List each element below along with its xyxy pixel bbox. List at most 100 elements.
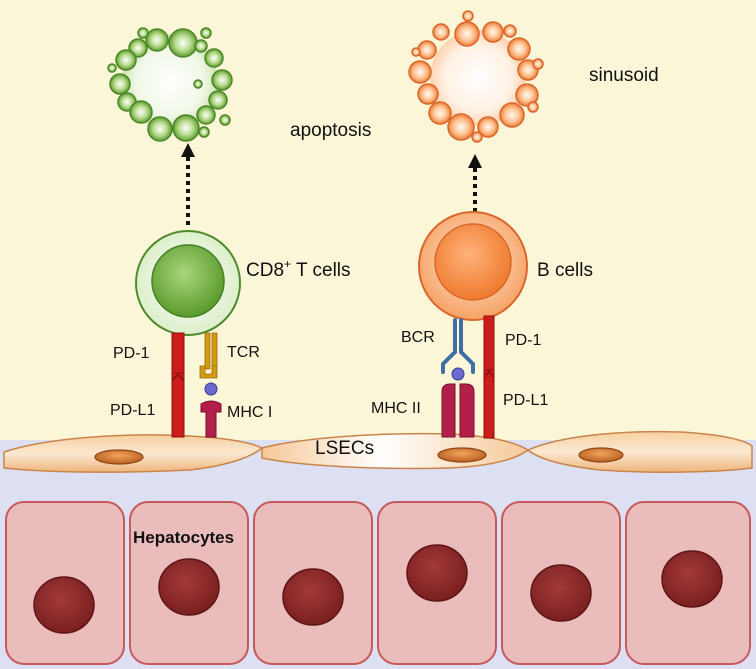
- bleb: [454, 21, 480, 47]
- mhc2-molecule: [441, 383, 475, 438]
- hepatocyte-nucleus: [282, 568, 344, 626]
- label-pdl1-left: PD-L1: [110, 402, 155, 419]
- label-pd1-left: PD-1: [113, 345, 150, 362]
- arrow-head-icon: [468, 154, 482, 168]
- pd1-notch: [171, 372, 185, 382]
- pdl1-ligand: [171, 374, 185, 438]
- label-sinusoid: sinusoid: [589, 65, 659, 86]
- lsec-nuclei: [94, 447, 624, 465]
- bleb: [211, 69, 233, 91]
- apoptotic-b-cell-blebs: [408, 10, 544, 143]
- label-pd1-right: PD-1: [505, 332, 542, 349]
- bleb: [417, 83, 439, 105]
- antigen-peptide-left: [204, 382, 218, 396]
- t-cell-nucleus: [151, 244, 225, 318]
- tcr-head: [199, 365, 218, 379]
- label-mhc2: MHC II: [371, 400, 421, 417]
- lsec-nucleus: [94, 449, 144, 465]
- cd8-rest: T cells: [291, 260, 351, 281]
- bleb: [432, 23, 450, 41]
- lsec-nucleus: [437, 447, 487, 463]
- pd1-receptor: [483, 315, 495, 371]
- mhc1-molecule: [200, 400, 222, 438]
- bleb: [499, 102, 525, 128]
- label-mhc1: MHC I: [227, 404, 272, 421]
- cd8-text: CD8: [246, 260, 284, 281]
- bleb: [527, 101, 539, 113]
- bleb: [477, 116, 499, 138]
- pd1-notch: [483, 369, 495, 379]
- lsec-cell-right: [526, 430, 753, 473]
- bleb: [193, 79, 203, 89]
- bleb: [147, 116, 173, 142]
- cd8-superscript: +: [284, 257, 291, 271]
- bleb: [137, 27, 149, 39]
- label-apoptosis: apoptosis: [290, 120, 371, 141]
- bleb: [196, 105, 216, 125]
- bleb: [115, 49, 137, 71]
- bleb: [172, 114, 200, 142]
- bleb: [507, 37, 531, 61]
- bleb: [168, 28, 198, 58]
- tcr-receptor: [199, 332, 218, 379]
- mhc2-alpha: [441, 383, 456, 438]
- b-cell: [418, 211, 528, 321]
- bleb: [408, 60, 432, 84]
- pd1-receptor: [171, 332, 185, 374]
- bleb: [532, 58, 544, 70]
- lsec-nucleus: [578, 447, 624, 463]
- tcr-chain-a: [204, 332, 211, 370]
- bleb: [471, 131, 483, 143]
- bleb: [462, 10, 474, 22]
- label-cd8-t-cells: CD8+ T cells: [246, 257, 351, 281]
- arrow-head-icon: [181, 143, 195, 157]
- bleb: [482, 21, 504, 43]
- bleb: [107, 63, 117, 73]
- bleb: [428, 101, 452, 125]
- bleb: [145, 28, 169, 52]
- pd1-pdl1-right: [483, 315, 495, 439]
- bleb: [129, 100, 153, 124]
- apoptotic-t-cell: [107, 27, 233, 142]
- bleb: [447, 113, 475, 141]
- label-bcr: BCR: [401, 329, 435, 346]
- mhc2-beta: [459, 383, 475, 438]
- bcr-arm-right: [459, 350, 475, 374]
- label-lsecs: LSECs: [315, 438, 374, 459]
- antigen-peptide-right: [451, 367, 465, 381]
- cd8-t-cell: [135, 230, 241, 336]
- bleb: [219, 114, 231, 126]
- hepatocyte-nuclei: [33, 544, 723, 634]
- bleb: [200, 27, 212, 39]
- hepatocyte-nucleus: [158, 558, 220, 616]
- apoptosis-arrow-right: [468, 154, 482, 212]
- label-tcr: TCR: [227, 344, 260, 361]
- hepatocyte-layer: [5, 501, 751, 665]
- bleb: [503, 24, 517, 38]
- apoptotic-t-cell-blebs: [107, 27, 233, 142]
- bcr-arm-left: [441, 350, 457, 374]
- label-b-cells: B cells: [537, 260, 593, 281]
- apoptotic-b-cell: [408, 10, 544, 143]
- bleb: [411, 47, 421, 57]
- pdl1-ligand: [483, 371, 495, 439]
- bleb: [198, 126, 210, 138]
- hepatocyte-nucleus: [661, 550, 723, 608]
- label-pdl1-right: PD-L1: [503, 392, 548, 409]
- bleb: [515, 83, 539, 107]
- label-hepatocytes: Hepatocytes: [133, 528, 234, 547]
- bcr-receptor: [441, 318, 475, 374]
- hepatocyte-nucleus: [33, 576, 95, 634]
- bleb: [109, 73, 131, 95]
- apoptotic-b-cell-body: [430, 30, 526, 126]
- bleb: [417, 40, 437, 60]
- bleb: [204, 48, 224, 68]
- b-cell-nucleus: [434, 223, 512, 301]
- pd1-pdl1-left: [171, 332, 185, 438]
- hepatocyte-nucleus: [406, 544, 468, 602]
- bleb: [208, 90, 228, 110]
- bleb: [194, 39, 208, 53]
- mhc1-shape: [200, 400, 222, 438]
